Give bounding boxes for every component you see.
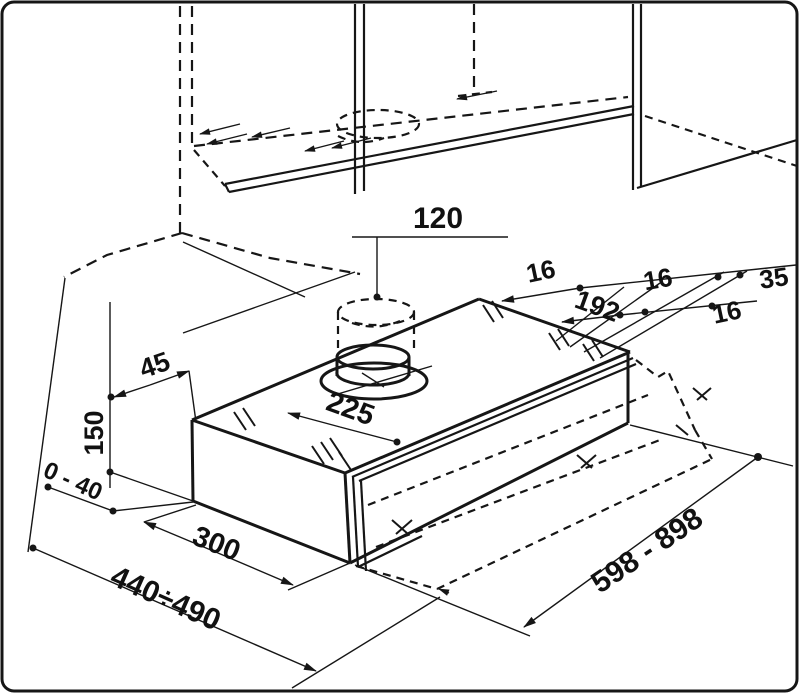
dim-label-120: 120 xyxy=(413,202,463,235)
visor-panel-edge xyxy=(351,476,360,568)
hatch-ticks xyxy=(233,300,712,535)
dim-label-150: 150 xyxy=(79,410,109,455)
dim-label-16-b: 16 xyxy=(641,262,675,297)
duct-collar xyxy=(319,297,433,401)
hood-top-front-edge xyxy=(344,350,631,475)
wall-corner xyxy=(63,231,183,278)
dim-label-16-c: 16 xyxy=(710,294,745,329)
dim-label-35: 35 xyxy=(757,261,790,295)
cabinet-shelf-back-edge xyxy=(193,95,629,148)
wall-cabinet xyxy=(63,4,798,278)
duct-upper-dashed xyxy=(336,297,416,327)
dim-label-0-40: 0 - 40 xyxy=(39,457,106,507)
shelf-duct-hole xyxy=(335,108,421,140)
fixing-arrows xyxy=(199,90,498,152)
hood-front-left-edge xyxy=(343,472,352,564)
duct-flange xyxy=(319,361,429,401)
panel-dimension-lines xyxy=(501,264,797,359)
telescopic-visor-dashed xyxy=(355,359,713,591)
cabinet-front-rail xyxy=(224,104,635,186)
flange-centerline xyxy=(330,365,433,397)
hood-position-line xyxy=(644,114,798,168)
cooker-hood xyxy=(190,297,713,591)
dim-label-16-a: 16 xyxy=(524,253,559,288)
dim-label-598-898: 598 - 898 xyxy=(585,502,709,600)
dim-label-225: 225 xyxy=(322,386,378,433)
dim-label-440-490: 440÷490 xyxy=(106,560,226,638)
dim-label-192: 192 xyxy=(571,284,624,328)
